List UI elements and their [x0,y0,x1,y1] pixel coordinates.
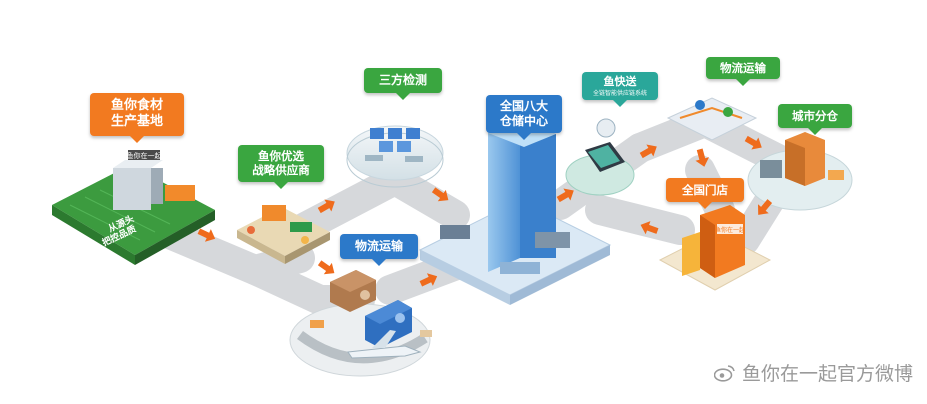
arrow-inspection-to-warehouse [431,187,449,202]
express-title: 鱼快送 [603,75,637,88]
warehouse-center [418,120,612,305]
label-production-base: 鱼你食材 生产基地 [90,93,184,142]
route-map [666,97,758,141]
arrow-logistics-to-warehouse [419,273,438,287]
arrow-map-to-city [744,135,762,150]
weibo-icon [713,364,735,382]
label-logistics-route: 物流运输 [706,57,780,87]
logistics-hub [289,270,432,377]
factory-sign-text: 鱼你在一起 [127,151,162,160]
express-hub [565,118,635,196]
arrow-to-inspection [317,199,335,214]
watermark-text: 鱼你在一起官方微博 [741,363,913,385]
inspection-lab [346,125,444,188]
arrow-map-to-stores [695,148,710,167]
arrow-stores-to-express [640,221,659,235]
supplier-site [237,205,330,264]
label-logistics-transport: 物流运输 [340,234,418,266]
label-national-stores: 全国门店 [666,178,744,210]
label-city-warehouse: 城市分仓 [778,104,852,136]
factory-sign [128,150,160,160]
store-sign-text: 鱼你在一起 [715,226,745,234]
label-strategic-supplier: 鱼你优选 战略供应商 [238,145,324,189]
arrow-to-logistics [317,260,335,275]
arrow-warehouse-to-express [556,188,574,203]
flow-arrows [197,135,773,287]
label-national-warehouses: 全国八大 仓储中心 [486,95,562,140]
city-warehouse-site [747,132,853,211]
label-express-delivery: 鱼快送 全链智能供应链系统 [582,72,658,108]
production-base: 鱼你在一起 从源头 把控品质 [52,150,215,265]
express-subtitle: 全链智能供应链系统 [592,89,647,97]
arrow-base-to-supplier [197,228,216,242]
weibo-watermark: 鱼你在一起官方微博 [713,359,913,386]
arrow-express-to-map [639,144,657,159]
label-third-party-inspection: 三方检测 [364,68,442,100]
store-site: 鱼你在一起 [658,205,772,291]
arrow-city-to-stores [757,199,773,215]
